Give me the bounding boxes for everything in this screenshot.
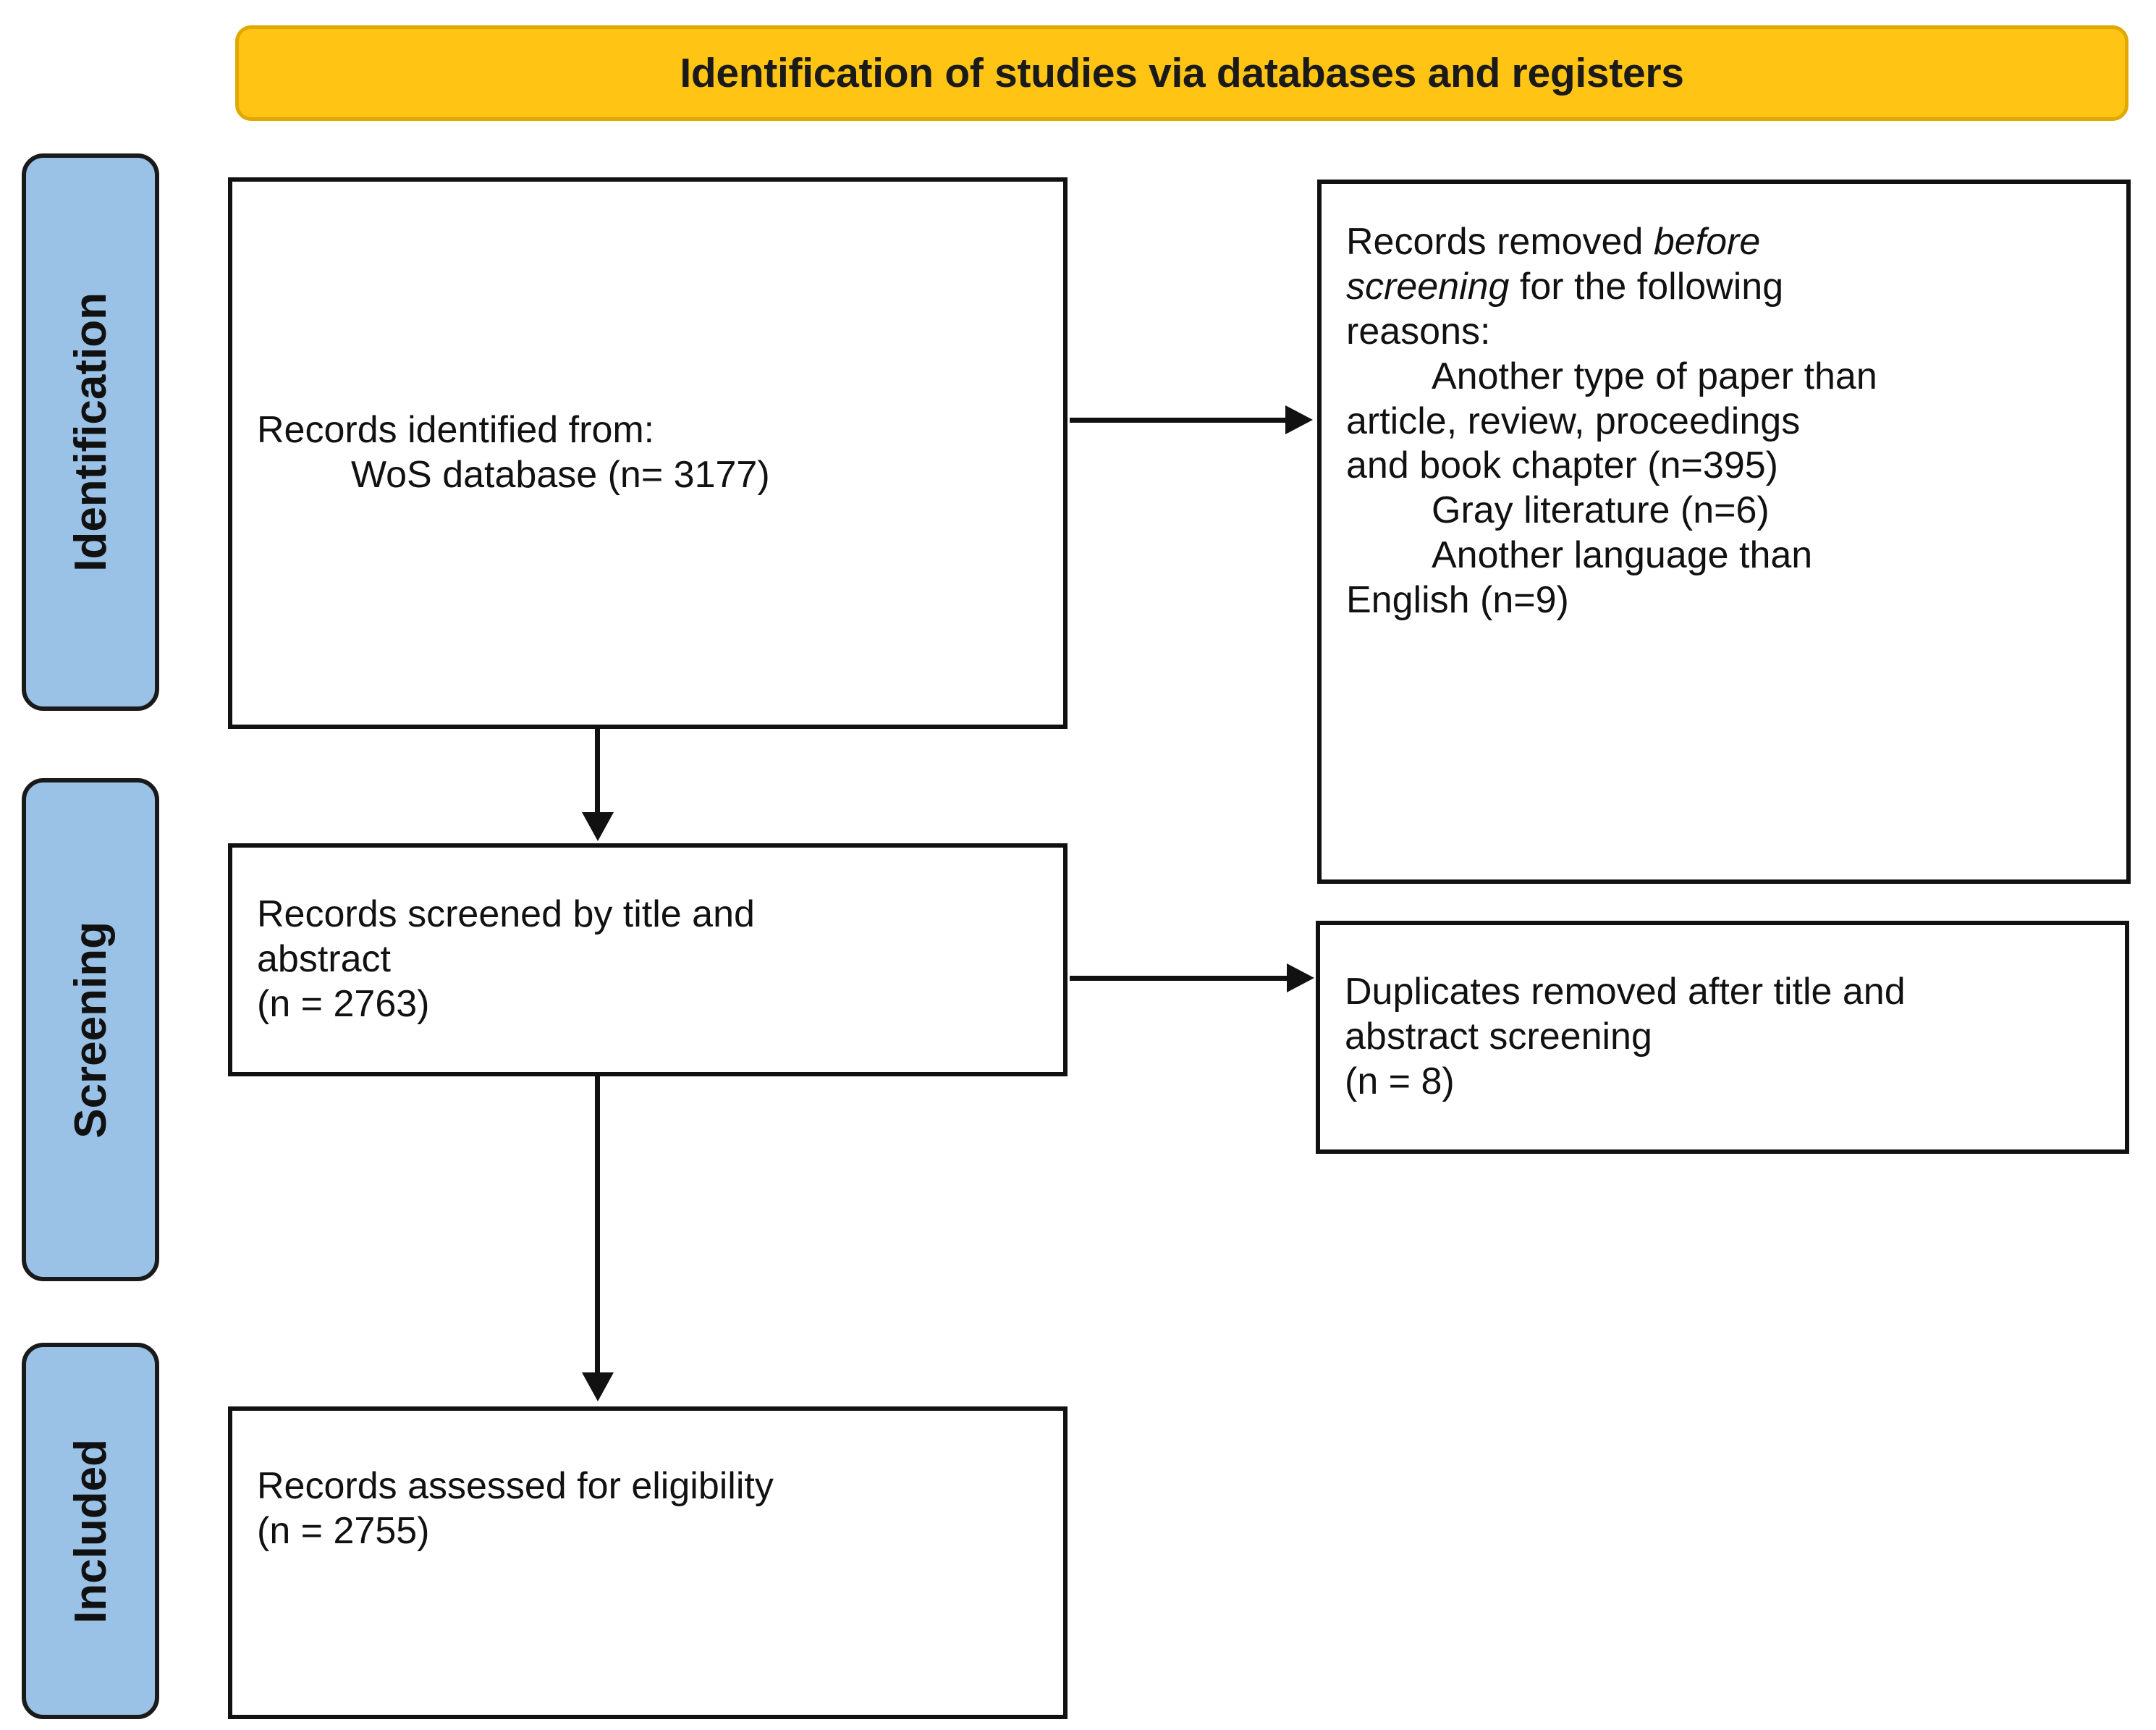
records-screened-line-1: Records screened by title and <box>257 893 755 936</box>
stage-label-screening: Screening <box>22 778 159 1281</box>
records-removed-reason-2: Gray literature (n=6) <box>1432 489 1770 532</box>
header-banner: Identification of studies via databases … <box>235 25 2128 121</box>
stage-label-text: Included <box>65 1438 116 1624</box>
records-eligibility-count: (n = 2755) <box>257 1509 430 1552</box>
records-removed-line-3: reasons: <box>1346 310 1491 353</box>
box-records-screened: Records screened by title and abstract (… <box>228 843 1068 1076</box>
connector-identified-to-removed-arrowhead-icon <box>1285 405 1313 434</box>
connector-screened-to-duplicates-arrowhead-icon <box>1287 963 1314 992</box>
stage-label-identification: Identification <box>22 153 159 711</box>
records-removed-line-1: Records removed before <box>1346 220 2102 265</box>
duplicates-removed-count: (n = 8) <box>1345 1060 1455 1102</box>
box-records-removed: Records removed before screening for the… <box>1317 180 2131 884</box>
duplicates-removed-line-1: Duplicates removed after title and <box>1345 971 1906 1013</box>
box-duplicates-removed: Duplicates removed after title and abstr… <box>1316 921 2129 1154</box>
records-screened-count: (n = 2763) <box>257 982 430 1025</box>
records-identified-line-2: WoS database (n= 3177) <box>351 454 770 496</box>
records-removed-reason-3-line-2: English (n=9) <box>1346 579 1569 621</box>
records-screened-line-2: abstract <box>257 938 391 981</box>
records-removed-reason-3-line-1: Another language than <box>1432 534 1813 577</box>
box-records-eligibility: Records assessed for eligibility (n = 27… <box>228 1406 1068 1719</box>
connector-screened-to-eligibility-arrowhead-icon <box>582 1372 614 1401</box>
records-removed-emphasis: screening <box>1346 265 1510 308</box>
connector-screened-to-duplicates-line <box>1070 976 1288 981</box>
records-removed-text: for the following <box>1509 265 1784 308</box>
records-removed-line-2: screening for the following <box>1346 265 2102 310</box>
page-title: Identification of studies via databases … <box>680 50 1684 96</box>
stage-label-included: Included <box>22 1343 159 1719</box>
records-removed-reason-1-line-3: and book chapter (n=395) <box>1346 444 1778 487</box>
records-removed-reason-1-line-2: article, review, proceedings <box>1346 400 1801 442</box>
connector-identified-to-removed-line <box>1070 418 1287 423</box>
connector-identified-to-screened-arrowhead-icon <box>582 812 614 841</box>
stage-label-text: Screening <box>65 921 116 1139</box>
connector-screened-to-eligibility-line <box>595 1076 600 1375</box>
stage-label-text: Identification <box>65 292 116 572</box>
records-identified-line-1: Records identified from: <box>257 409 655 452</box>
duplicates-removed-line-2: abstract screening <box>1345 1016 1652 1058</box>
records-removed-emphasis: before <box>1653 221 1761 263</box>
records-removed-reason-1-line-1: Another type of paper than <box>1432 355 1877 397</box>
box-records-identified: Records identified from: WoS database (n… <box>228 177 1068 729</box>
records-eligibility-line-1: Records assessed for eligibility <box>257 1465 774 1507</box>
records-removed-text: Records removed <box>1346 221 1654 263</box>
connector-identified-to-screened-line <box>595 729 600 814</box>
